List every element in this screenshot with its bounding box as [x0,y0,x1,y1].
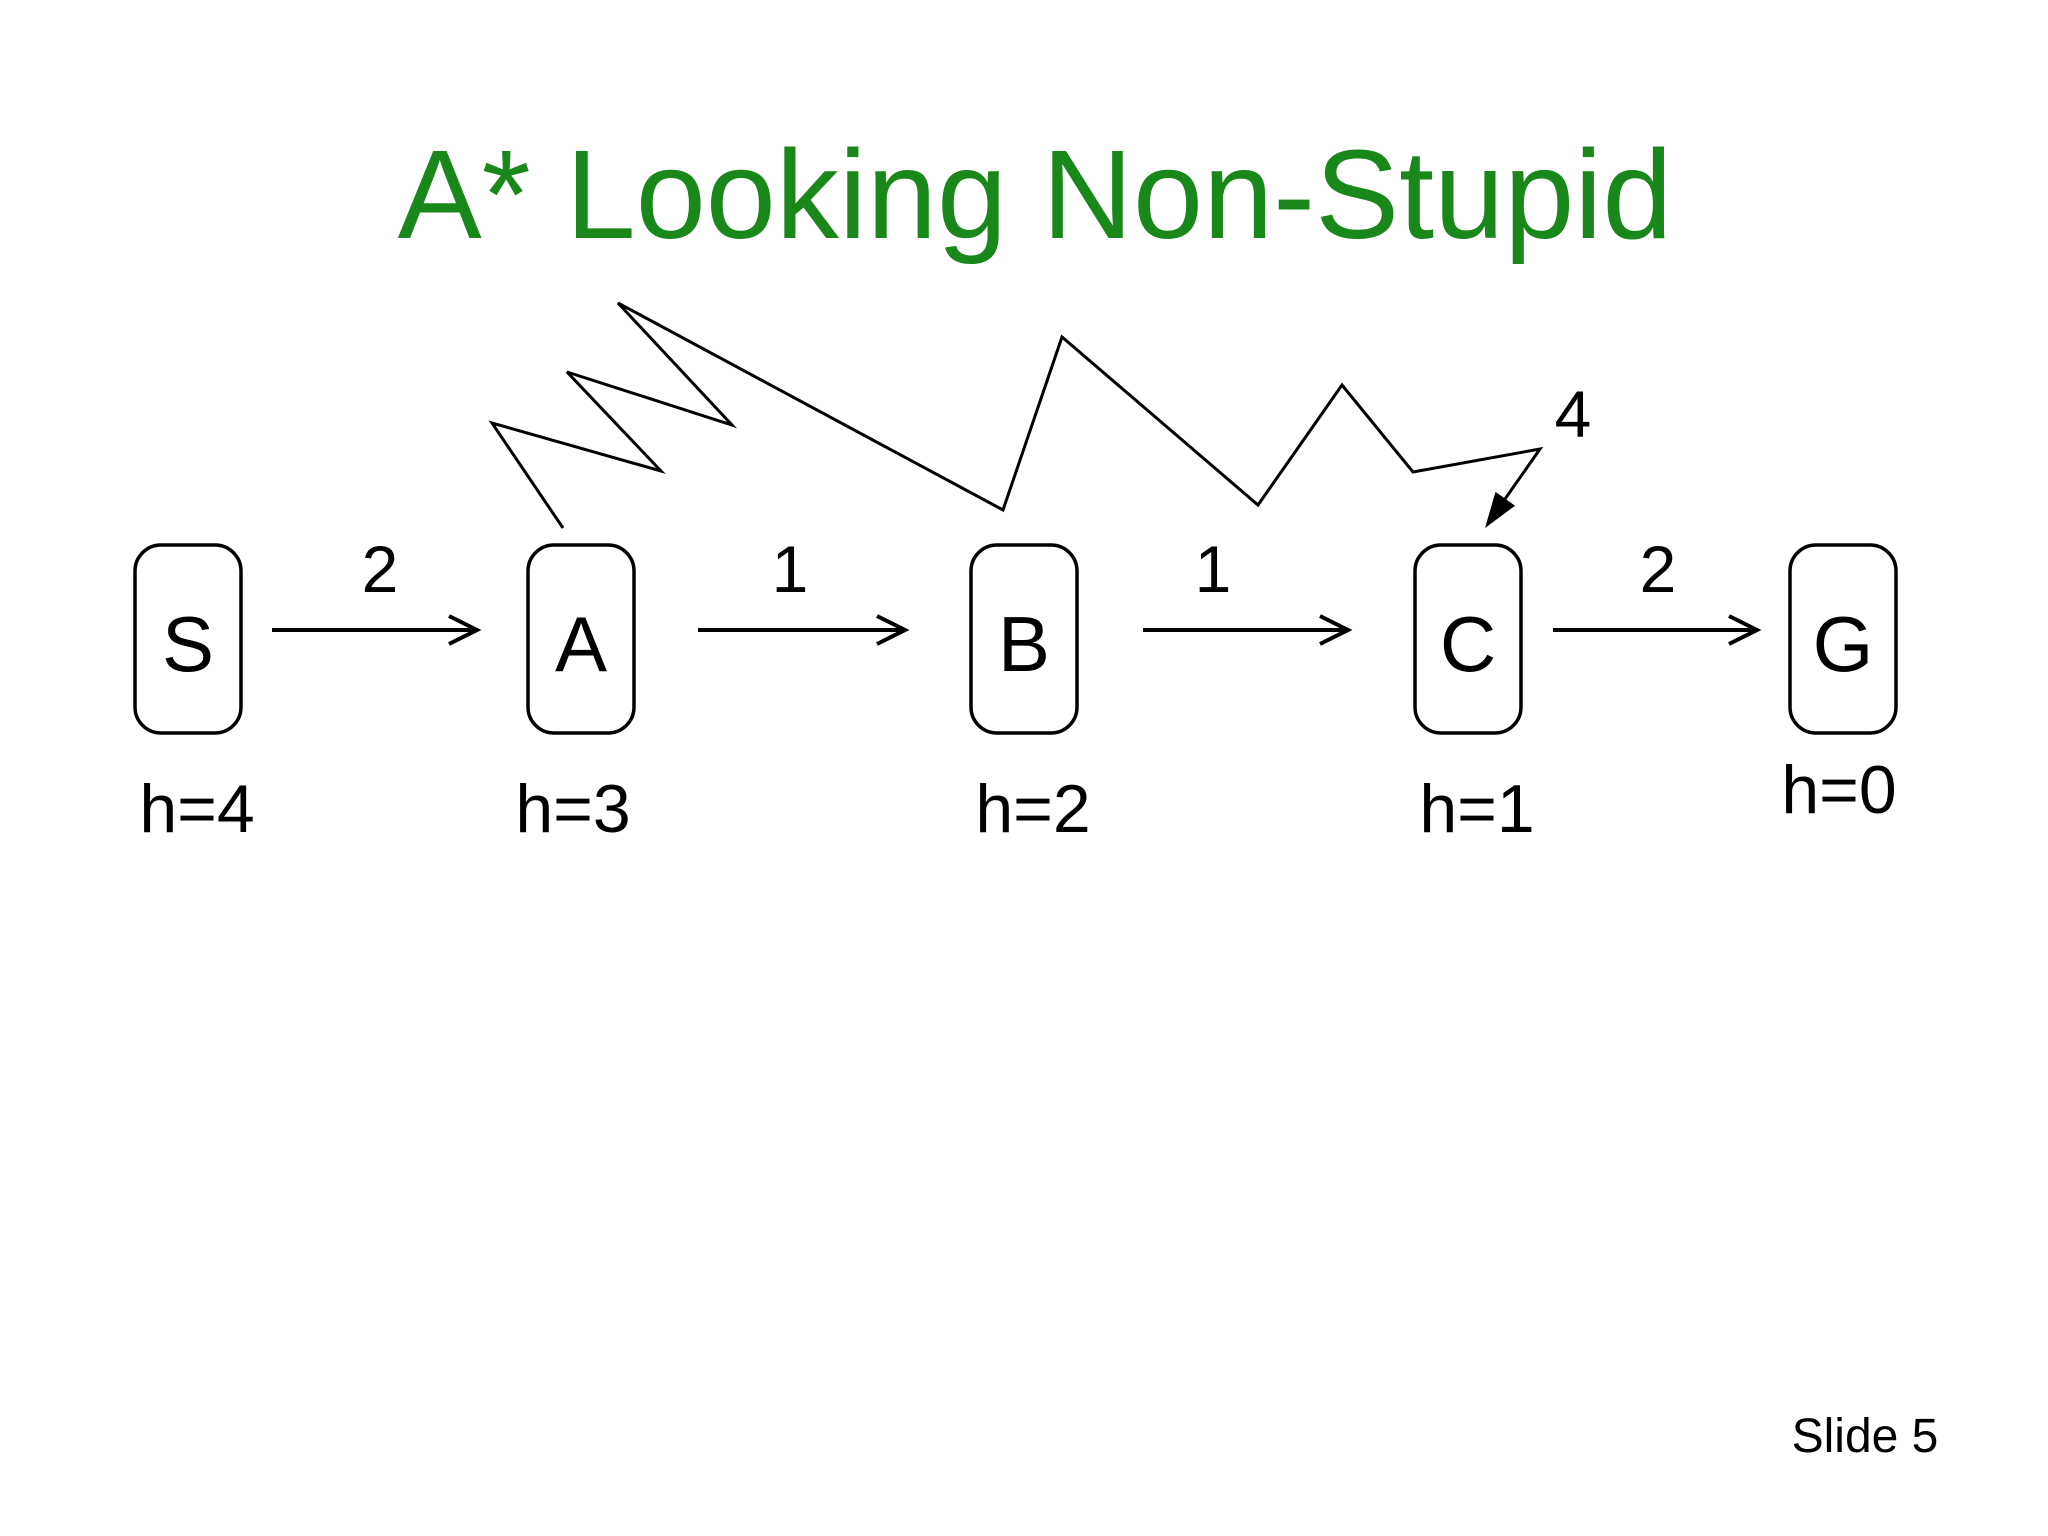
node-C-box [1413,543,1523,735]
node-A-label: A [555,600,607,688]
node-C-heuristic: h=1 [1419,771,1534,847]
node-S: S h=4 [133,543,255,847]
node-B: B h=2 [969,543,1091,847]
edge-B-C-cost: 1 [1195,532,1232,606]
node-B-box [969,543,1079,735]
node-G-box [1788,543,1898,735]
edge-S-A: 2 [272,532,482,646]
node-B-heuristic: h=2 [975,771,1090,847]
node-A: A h=3 [515,543,636,847]
edge-A-B-arrowhead-icon [876,614,910,646]
edge-S-A-cost: 2 [362,532,399,606]
edge-C-G: 2 [1553,532,1762,646]
zigzag-arrowhead-icon [1485,491,1516,528]
node-S-box [133,543,243,735]
edge-A-B-cost: 1 [772,532,809,606]
edge-C-G-cost: 2 [1640,532,1677,606]
zigzag-cost-label: 4 [1555,377,1592,451]
zigzag-path-line [488,301,1544,529]
slide-number: Slide 5 [1792,1410,1939,1463]
edge-B-C: 1 [1143,532,1353,646]
node-S-label: S [162,600,214,688]
search-zigzag-annotation: 4 [488,301,1592,529]
node-G-heuristic: h=0 [1781,752,1896,828]
node-C: C h=1 [1413,543,1535,847]
node-G-label: G [1813,600,1874,688]
node-G: G h=0 [1781,543,1898,828]
node-C-label: C [1440,600,1496,688]
node-A-heuristic: h=3 [515,771,630,847]
edge-S-A-arrowhead-icon [448,614,482,646]
edge-C-G-arrowhead-icon [1728,614,1762,646]
page-title: A* Looking Non-Stupid [398,124,1673,265]
edge-A-B: 1 [698,532,910,646]
edge-B-C-arrowhead-icon [1319,614,1353,646]
node-S-heuristic: h=4 [139,771,254,847]
node-B-label: B [998,600,1050,688]
node-A-box [526,543,636,735]
